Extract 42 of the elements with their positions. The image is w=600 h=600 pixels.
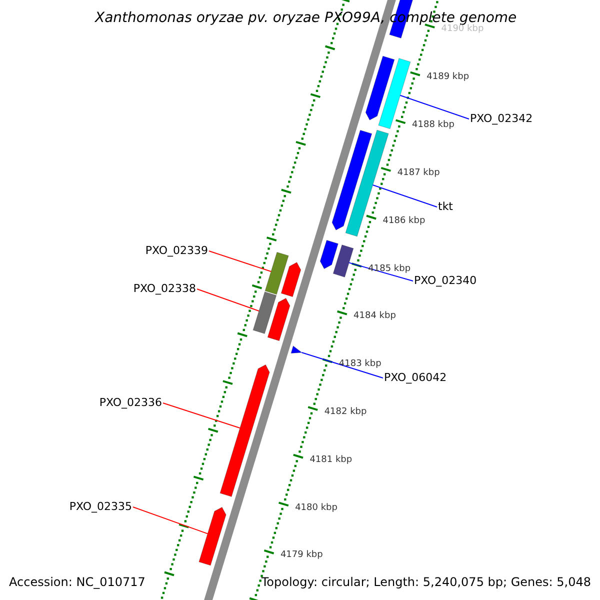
scale-label: 4180 kbp — [295, 502, 338, 514]
gene-bar — [264, 252, 289, 295]
gene-marker — [290, 346, 303, 354]
accession-text: Accession: NC_010717 — [9, 575, 146, 589]
gene-label: tkt — [438, 201, 453, 213]
gene-bar — [332, 244, 354, 278]
gene-bar — [365, 56, 395, 120]
scale-label: 4189 kbp — [426, 71, 470, 84]
leader-line — [162, 402, 240, 428]
gene-bar — [252, 292, 277, 334]
gene-bar — [320, 240, 338, 270]
gene-bar — [280, 262, 302, 298]
gene-label: PXO_02335 — [69, 501, 132, 513]
gene-bar — [198, 506, 226, 566]
leader-line — [301, 352, 384, 378]
leader-line — [372, 184, 438, 208]
leader-line — [132, 506, 208, 534]
gene-bar — [332, 130, 372, 230]
scale-label: 4187 kbp — [397, 166, 440, 179]
gene-bar — [267, 298, 290, 342]
gene-label: PXO_02340 — [414, 275, 477, 287]
scale-label: 4185 kbp — [368, 262, 411, 275]
gene-label: PXO_02338 — [133, 283, 196, 295]
topology-text: Topology: circular; Length: 5,240,075 bp; Genes: 5,048 — [261, 575, 591, 589]
leader-line — [348, 262, 414, 282]
scale-label: 4182 kbp — [324, 406, 367, 418]
leader-line — [400, 94, 470, 120]
gene-label: PXO_02342 — [470, 113, 533, 125]
scale-label: 4190 kbp — [441, 24, 484, 36]
leader-line — [196, 288, 260, 312]
gene-bar — [378, 58, 411, 130]
scale-label: 4183 kbp — [338, 358, 382, 370]
scale-label: 4184 kbp — [354, 310, 396, 322]
scale-label: 4179 kbp — [280, 549, 323, 562]
scale-label: 4188 kbp — [412, 119, 454, 132]
scale-label: 4181 kbp — [310, 454, 352, 466]
gene-bar — [220, 364, 270, 497]
gene-label: PXO_02339 — [145, 245, 208, 257]
gene-label: PXO_06042 — [384, 372, 447, 384]
gene-label: PXO_02336 — [99, 397, 162, 409]
scale-label: 4186 kbp — [382, 214, 426, 227]
leader-line — [208, 250, 272, 272]
